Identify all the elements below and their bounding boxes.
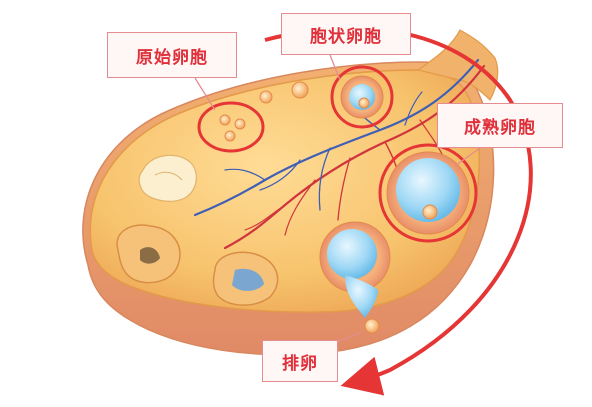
primordial-follicles [219, 81, 309, 142]
label-primordial-follicle: 原始卵胞 [107, 32, 237, 78]
label-mature-follicle: 成熟卵胞 [437, 103, 563, 148]
ovulating-follicle [319, 221, 391, 334]
ovarian-ligament [416, 29, 499, 101]
corpus-albicans [138, 154, 197, 202]
antral-follicle [340, 75, 384, 119]
ring-antral [330, 65, 394, 129]
label-ovulation: 排卵 [262, 340, 338, 382]
corpus-luteum-right [212, 251, 279, 306]
ring-mature [378, 143, 478, 243]
mature-follicle [386, 151, 470, 235]
corpus-luteum-left [116, 224, 181, 284]
highlight-rings [197, 65, 478, 243]
label-antral-follicle: 胞状卵胞 [281, 13, 411, 55]
ring-primordial [197, 101, 265, 153]
